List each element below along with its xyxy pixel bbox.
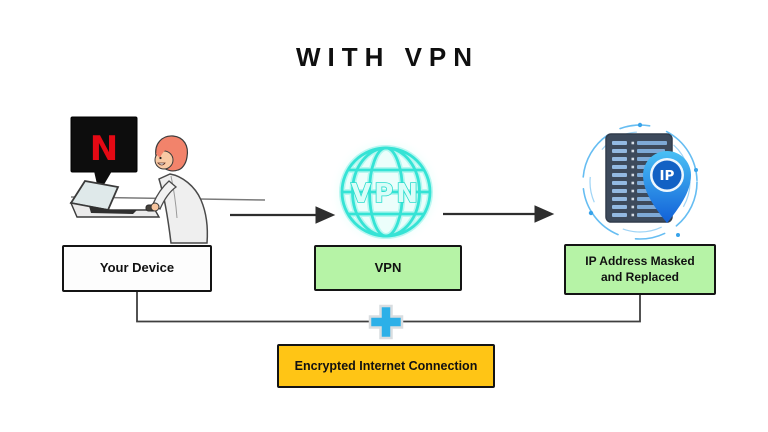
laptop <box>69 180 161 218</box>
vpn-globe-icon: VPN <box>329 135 443 249</box>
page-title: WITH VPN <box>295 42 480 72</box>
your-device-label: Your Device <box>99 260 175 276</box>
ip-location-pin: IP <box>643 151 691 223</box>
vpn-globe-label: VPN <box>351 179 421 209</box>
encrypted-connection-box: Encrypted Internet Connection <box>277 344 495 388</box>
globe-lines <box>340 146 432 238</box>
vpn-label: VPN <box>374 259 402 275</box>
ip-masked-box: IP Address Masked and Replaced <box>564 244 716 295</box>
person <box>145 135 209 244</box>
ip-masked-label: IP Address Masked and Replaced <box>585 253 695 284</box>
plus-icon <box>368 304 404 340</box>
netflix-speech-bubble: N <box>70 116 138 193</box>
device-illustration: N <box>69 116 266 244</box>
encrypted-connection-label: Encrypted Internet Connection <box>294 358 478 373</box>
ip-server-icon: IP <box>582 122 698 240</box>
ip-pin-label: IP <box>660 168 675 184</box>
vpn-box: VPN <box>314 245 462 291</box>
hand <box>150 202 160 212</box>
netflix-n-icon: N <box>90 129 118 169</box>
your-device-box: Your Device <box>62 245 212 292</box>
